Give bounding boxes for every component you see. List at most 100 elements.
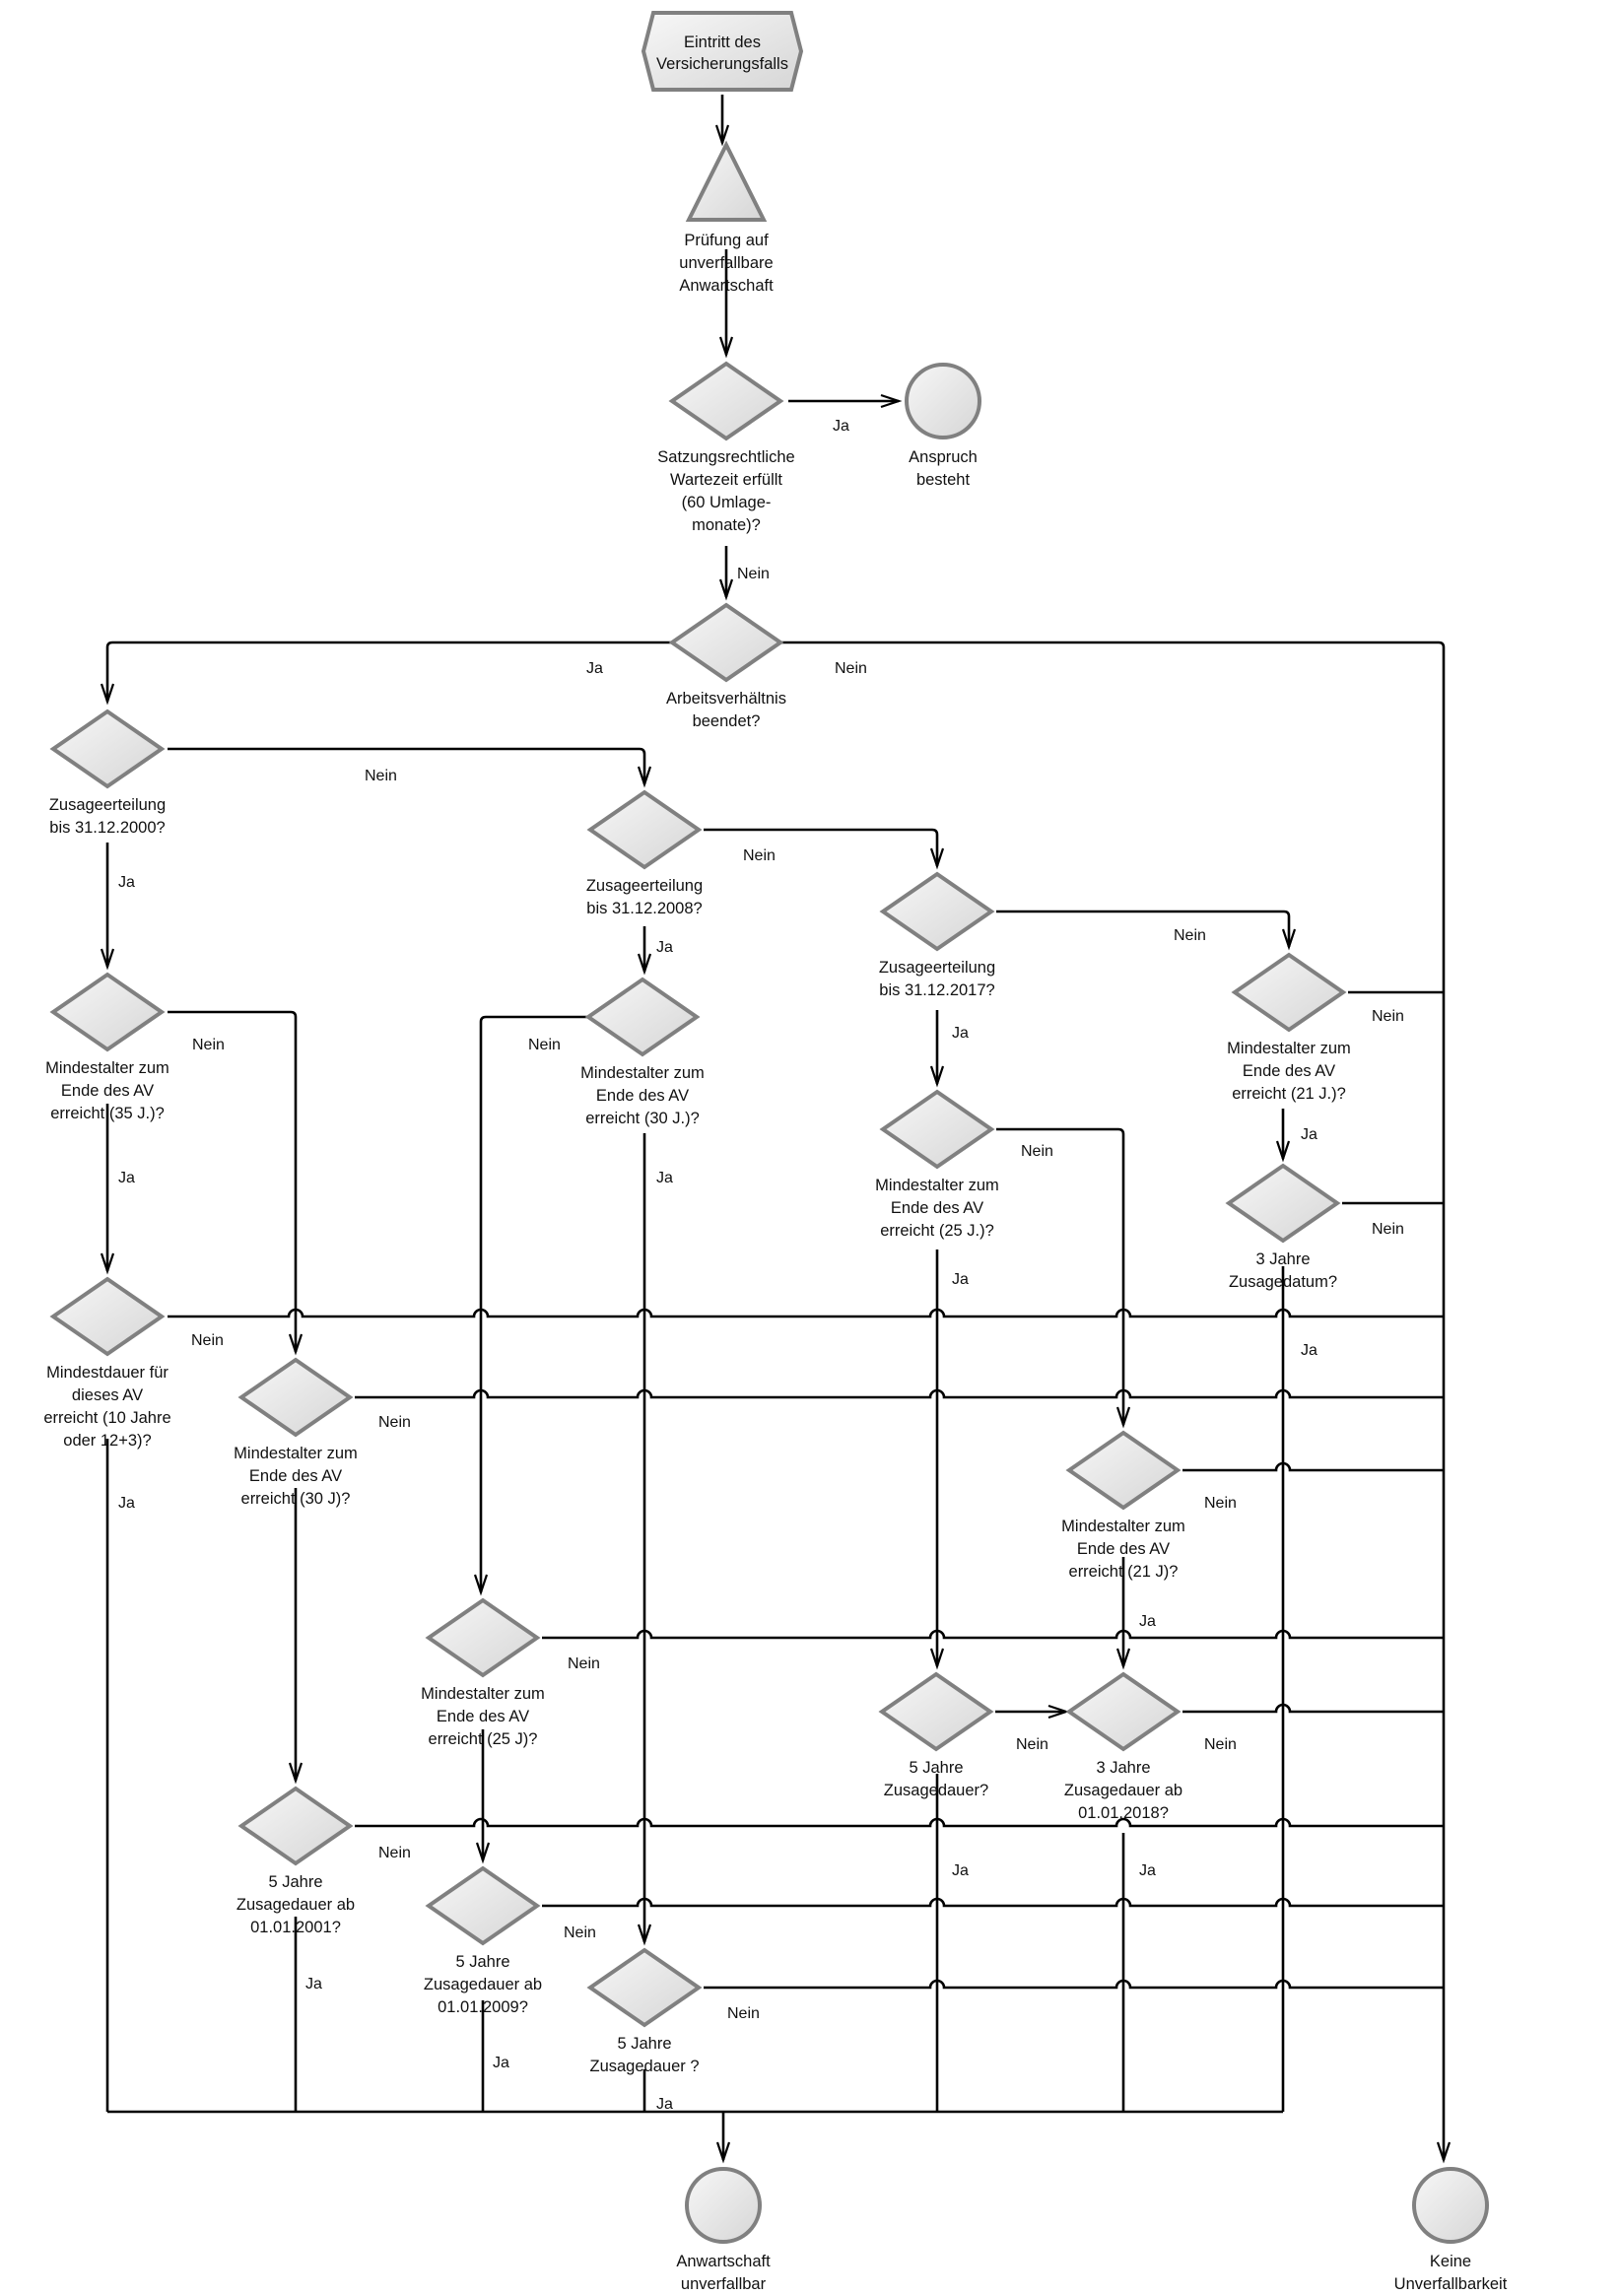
arrowhead-icon bbox=[637, 766, 652, 788]
node-label: besteht bbox=[916, 471, 971, 489]
node-t_anspruch: Anspruch besteht bbox=[905, 363, 981, 489]
decision-diamond bbox=[237, 1786, 354, 1866]
decision-diamond bbox=[878, 1671, 994, 1752]
node-label: 01.01.2001? bbox=[250, 1919, 341, 1936]
end-event-circle bbox=[905, 363, 981, 439]
connector-line bbox=[1182, 1703, 1444, 1714]
node-label: Ende des AV bbox=[596, 1087, 689, 1105]
start-event-hexagon bbox=[641, 11, 804, 92]
edge-label-nein: Nein bbox=[1372, 1008, 1404, 1025]
edge-label-ja: Ja bbox=[952, 1025, 969, 1042]
decision-diamond bbox=[237, 1357, 354, 1438]
node-label: unverfallbar bbox=[681, 2275, 767, 2293]
edge-label-ja: Ja bbox=[656, 939, 673, 956]
arrowhead-icon bbox=[1115, 1648, 1131, 1670]
node-label: monate)? bbox=[692, 516, 761, 534]
node-label: Zusagedauer ab bbox=[236, 1896, 355, 1914]
edge-label-nein: Nein bbox=[378, 1845, 411, 1861]
edge-label-nein: Nein bbox=[727, 2005, 760, 2022]
check-triangle bbox=[685, 140, 768, 222]
arrowhead-icon bbox=[718, 578, 734, 601]
decision-diamond bbox=[879, 871, 995, 952]
edge-label-ja: Ja bbox=[118, 1170, 135, 1186]
node-label: erreicht (30 J)? bbox=[241, 1490, 351, 1508]
decision-diamond bbox=[1065, 1430, 1182, 1511]
connector-line bbox=[1182, 1461, 1444, 1472]
connector-line bbox=[542, 1897, 1444, 1908]
edge-label-nein: Nein bbox=[1016, 1736, 1048, 1753]
edge-label-ja: Ja bbox=[1139, 1613, 1156, 1630]
edge-label-ja: Ja bbox=[656, 2096, 673, 2113]
connector-line bbox=[781, 641, 1446, 648]
connector-line bbox=[996, 1127, 1125, 1135]
node-label: Ende des AV bbox=[249, 1467, 342, 1485]
connector-line bbox=[168, 1010, 298, 1018]
connector-line bbox=[355, 1388, 1444, 1399]
arrowhead-icon bbox=[473, 1574, 489, 1596]
decision-diamond bbox=[586, 1947, 703, 2028]
node-label: erreicht (25 J)? bbox=[429, 1730, 538, 1748]
edge-label-ja: Ja bbox=[656, 1170, 673, 1186]
decision-diamond bbox=[586, 789, 703, 870]
node-label: Mindestalter zum bbox=[1061, 1518, 1185, 1535]
node-label: Mindestdauer für bbox=[46, 1364, 169, 1382]
arrowhead-icon bbox=[1275, 1140, 1291, 1163]
node-label: Keine bbox=[1430, 2253, 1471, 2270]
node-label: bis 31.12.2008? bbox=[586, 900, 702, 917]
arrowhead-icon bbox=[715, 2141, 731, 2164]
arrowhead-icon bbox=[288, 1333, 304, 1356]
edge-label-nein: Nein bbox=[192, 1037, 225, 1053]
node-label: (60 Umlage- bbox=[682, 494, 772, 511]
connector-line bbox=[704, 828, 939, 866]
node-label: Zusagedauer ? bbox=[590, 2058, 700, 2075]
decision-diamond bbox=[49, 1276, 166, 1357]
decision-diamond bbox=[49, 709, 166, 789]
arrowhead-icon bbox=[929, 1648, 945, 1670]
decision-diamond bbox=[879, 1089, 995, 1170]
node-label: Anwartschaft bbox=[679, 277, 774, 295]
decision-diamond bbox=[1231, 952, 1347, 1033]
edge-label-ja: Ja bbox=[1139, 1862, 1156, 1879]
decision-diamond bbox=[1225, 1163, 1341, 1244]
node-label: erreicht (30 J.)? bbox=[585, 1110, 700, 1127]
edge-label-ja: Ja bbox=[118, 874, 135, 891]
node-label: Versicherungsfalls bbox=[656, 55, 788, 73]
edge-label-nein: Nein bbox=[737, 566, 770, 582]
node-label: Ende des AV bbox=[1243, 1062, 1335, 1080]
arrowhead-icon bbox=[475, 1842, 491, 1864]
node-label: Wartezeit erfüllt bbox=[670, 471, 782, 489]
arrowhead-icon bbox=[718, 336, 734, 359]
arrowhead-icon bbox=[714, 124, 730, 147]
end-event-circle bbox=[1412, 2167, 1489, 2244]
node-label: bis 31.12.2017? bbox=[879, 981, 994, 999]
edge-label-ja: Ja bbox=[493, 2055, 509, 2071]
decision-diamond bbox=[49, 972, 166, 1052]
edge-label-nein: Nein bbox=[835, 660, 867, 677]
node-label: 5 Jahre bbox=[617, 2035, 671, 2053]
edge-label-nein: Nein bbox=[1372, 1221, 1404, 1238]
edge-label-nein: Nein bbox=[1174, 927, 1206, 944]
node-label: oder 12+3)? bbox=[63, 1432, 151, 1450]
connector-line bbox=[479, 1015, 587, 1023]
decision-diamond bbox=[425, 1865, 541, 1946]
connector-line bbox=[355, 1817, 1444, 1828]
arrowhead-icon bbox=[880, 393, 903, 409]
node-label: Ende des AV bbox=[1077, 1540, 1170, 1558]
edge-label-nein: Nein bbox=[378, 1414, 411, 1431]
node-label: Anspruch bbox=[909, 448, 978, 466]
arrowhead-icon bbox=[100, 1252, 115, 1275]
node-label: 3 Jahre bbox=[1096, 1759, 1150, 1777]
edge-label-nein: Nein bbox=[568, 1655, 600, 1672]
node-label: Ende des AV bbox=[891, 1199, 983, 1217]
decision-diamond bbox=[668, 361, 784, 441]
arrowhead-icon bbox=[929, 1065, 945, 1088]
node-label: Mindestalter zum bbox=[45, 1059, 169, 1077]
node-label: Ende des AV bbox=[61, 1082, 154, 1100]
